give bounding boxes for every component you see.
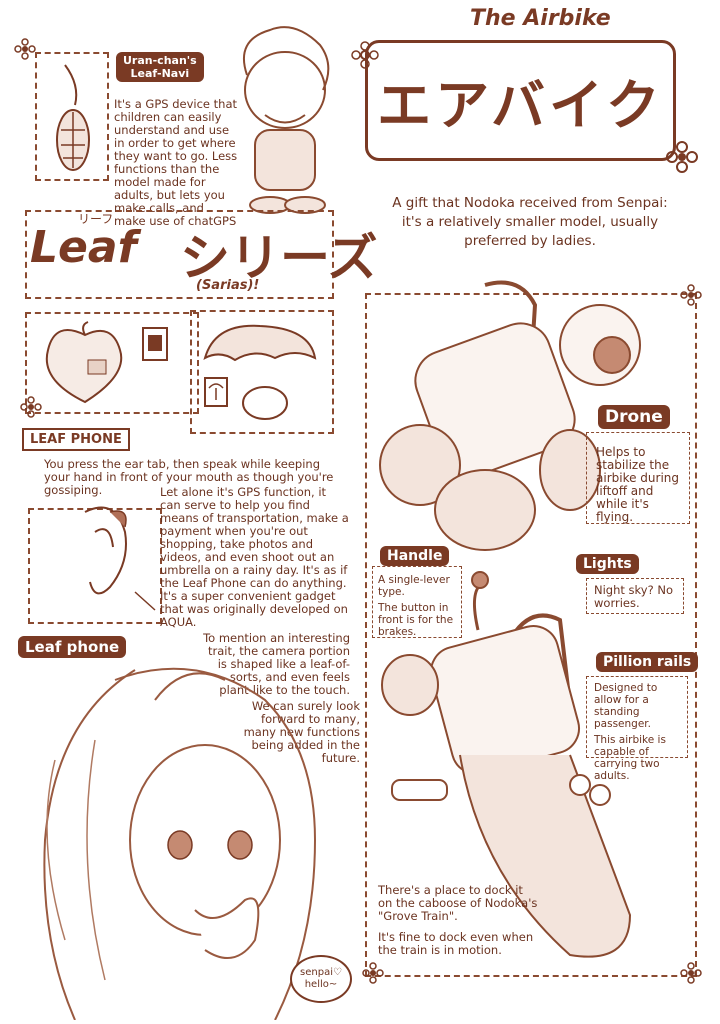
navi-label: Uran-chan's Leaf-Navi	[116, 52, 204, 82]
drone-label: Drone	[598, 405, 670, 429]
series-subtitle: (Sarias)!	[196, 278, 260, 293]
pillion-label: Pillion rails	[596, 652, 699, 672]
leafphone-description: Let alone it's GPS function, it can serv…	[160, 485, 349, 629]
series-title: Leaf	[30, 222, 137, 273]
flower-icon	[362, 962, 384, 984]
handle-callout	[372, 566, 462, 638]
drone-callout	[586, 432, 690, 524]
flower-icon	[680, 962, 702, 984]
dock-text: There's a place to dock it on the caboos…	[378, 884, 538, 957]
lights-label: Lights	[576, 554, 639, 574]
navi-label-line: Uran-chan's	[123, 54, 197, 67]
handle-text-line: A single-lever type.	[378, 574, 450, 598]
leaf-phone-icon	[45, 321, 123, 404]
navi-description: It's a GPS device that children can easi…	[114, 97, 238, 228]
leafphone-intro: You press the ear tab, then speak while …	[44, 457, 334, 497]
handle-label: Handle	[380, 546, 450, 566]
flower-icon	[680, 284, 702, 306]
umbrella-sketch-frame	[190, 310, 334, 434]
navi-label-line: Leaf-Navi	[130, 67, 190, 80]
gift-line: it's a relatively smaller model, usually	[401, 214, 659, 230]
airbike-frame	[365, 293, 697, 977]
pillion-callout	[586, 676, 688, 758]
leaf-phone-stamp-icon	[142, 327, 168, 361]
leaf-navi-device-icon	[56, 64, 90, 171]
handle-text-line: The button in front is for the brakes.	[378, 602, 454, 638]
leafphone-camera-text: To mention an interesting trait, the cam…	[203, 631, 350, 697]
flower-icon	[14, 38, 36, 60]
leafphone-banner: Leaf phone	[18, 636, 127, 658]
dock-text-line: It's fine to dock even when the train is…	[378, 930, 534, 957]
flower-icon	[666, 141, 698, 173]
airbike-title: The Airbike	[470, 6, 611, 31]
navi-sketch-frame	[35, 52, 109, 181]
airbike-jp-banner: エアバイク	[365, 40, 676, 161]
airbike-illustration	[379, 280, 641, 958]
lights-text: Night sky? No worries.	[594, 583, 673, 610]
lights-callout	[586, 578, 684, 614]
uran-chan-illustration	[242, 26, 330, 214]
flower-icon	[20, 396, 42, 418]
leafphone-box-label: LEAF PHONE	[22, 428, 130, 451]
airbike-gift-text: A gift that Nodoka received from Senpai:…	[380, 194, 680, 251]
pillion-text-line: This airbike is capable of carrying two …	[594, 734, 666, 782]
series-jp-title: シリーズ	[180, 229, 378, 287]
umbrella-character-illustration	[203, 324, 317, 420]
airbike-jp-title: エアバイク	[377, 74, 664, 137]
nodoka-illustration	[43, 667, 317, 1020]
pillion-text-line: Designed to allow for a standing passeng…	[594, 682, 658, 730]
speech-bubble: senpai♡ hello~	[290, 955, 352, 1003]
gift-line: A gift that Nodoka received from Senpai:	[392, 195, 668, 211]
drone-text: Helps to stabilize the airbike during li…	[596, 445, 680, 524]
series-kana: リーフ	[78, 212, 114, 226]
handle-text: A single-lever type. The button in front…	[378, 574, 460, 638]
leafphone-sketch-frame	[25, 312, 199, 414]
pillion-text: Designed to allow for a standing passeng…	[594, 682, 682, 782]
gift-line: preferred by ladies.	[464, 233, 596, 249]
series-frame	[25, 210, 334, 299]
leafphone-future-text: We can surely look forward to many, many…	[243, 699, 360, 765]
ear-tab-icon	[84, 506, 156, 611]
flower-icon	[351, 41, 379, 69]
dock-text-line: There's a place to dock it on the caboos…	[378, 883, 538, 923]
